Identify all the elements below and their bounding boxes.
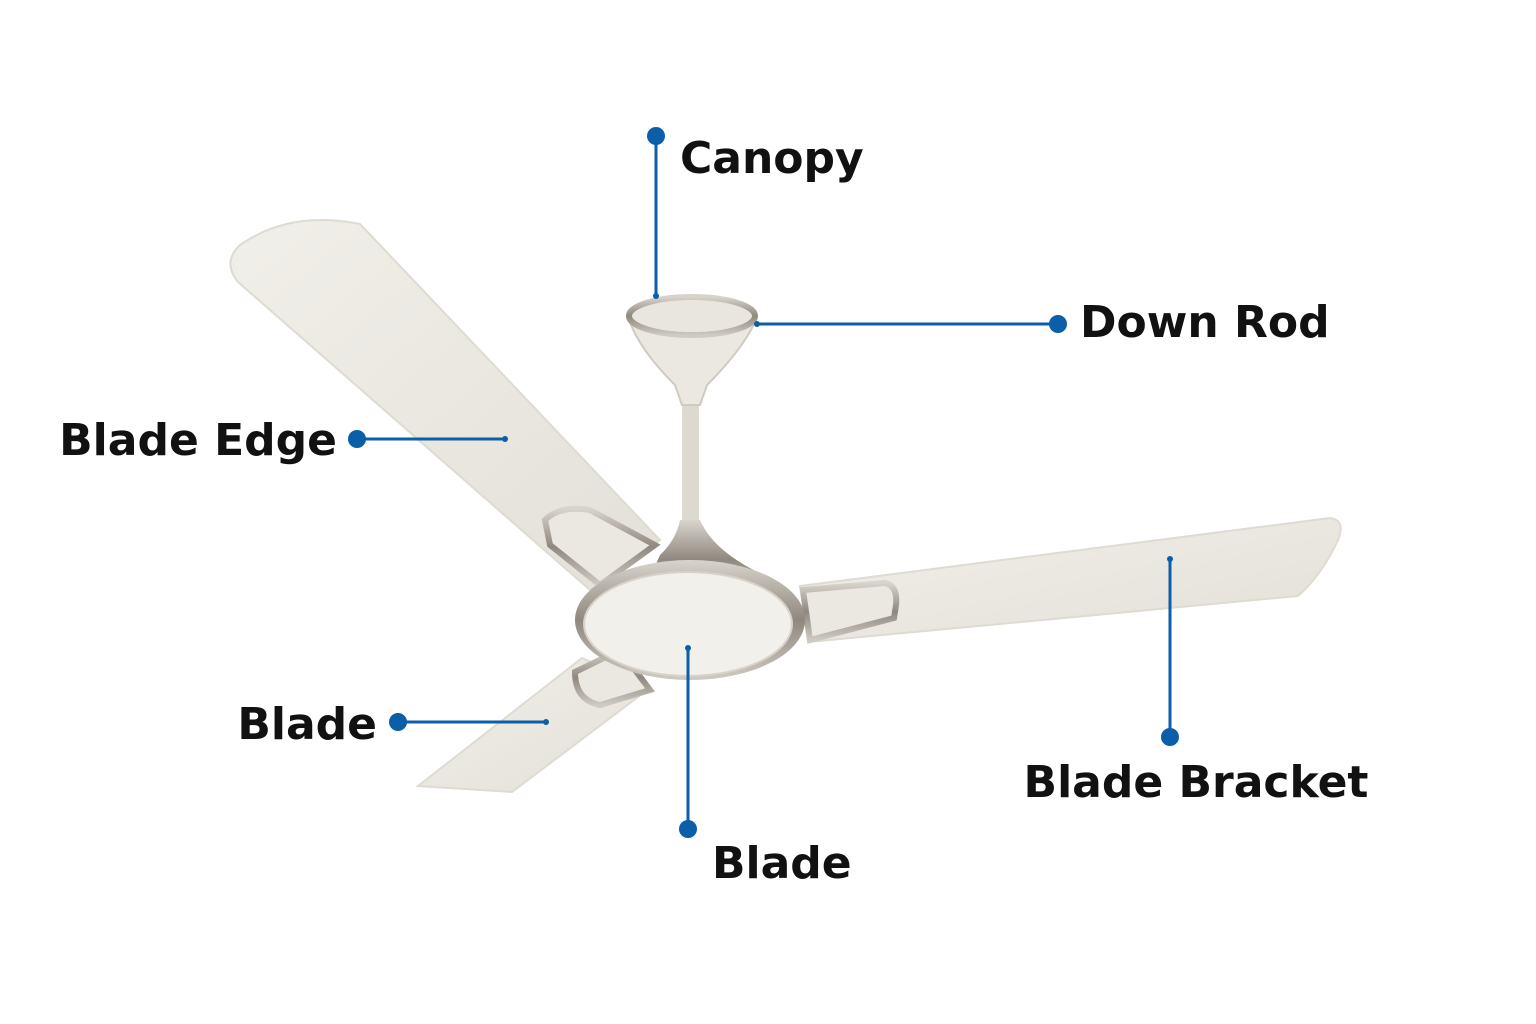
label-blade-bottom: Blade — [712, 838, 852, 889]
label-canopy: Canopy — [680, 133, 864, 184]
label-blade-bracket: Blade Bracket — [1024, 757, 1369, 808]
leader-blade-left — [389, 713, 549, 731]
leader-lines — [348, 127, 1179, 838]
leader-blade-edge — [348, 430, 508, 448]
leader-canopy — [647, 127, 665, 299]
label-blade-edge: Blade Edge — [59, 415, 337, 466]
ceiling-fan-illustration — [229, 219, 1342, 794]
canopy-body — [628, 321, 757, 406]
leader-down-rod — [754, 315, 1067, 333]
leader-blade-bracket — [1161, 556, 1179, 746]
label-down-rod: Down Rod — [1080, 297, 1330, 348]
blade-bracket-right — [799, 579, 900, 644]
label-blade-left: Blade — [237, 699, 377, 750]
blade-right — [798, 516, 1342, 644]
blade-bracket-top-left — [541, 505, 661, 589]
canopy-rim — [626, 294, 758, 338]
blade-bracket-bottom-left — [571, 646, 655, 709]
blade-top-left — [229, 219, 662, 592]
down-rod — [682, 395, 699, 530]
leader-blade-bottom — [679, 645, 697, 838]
